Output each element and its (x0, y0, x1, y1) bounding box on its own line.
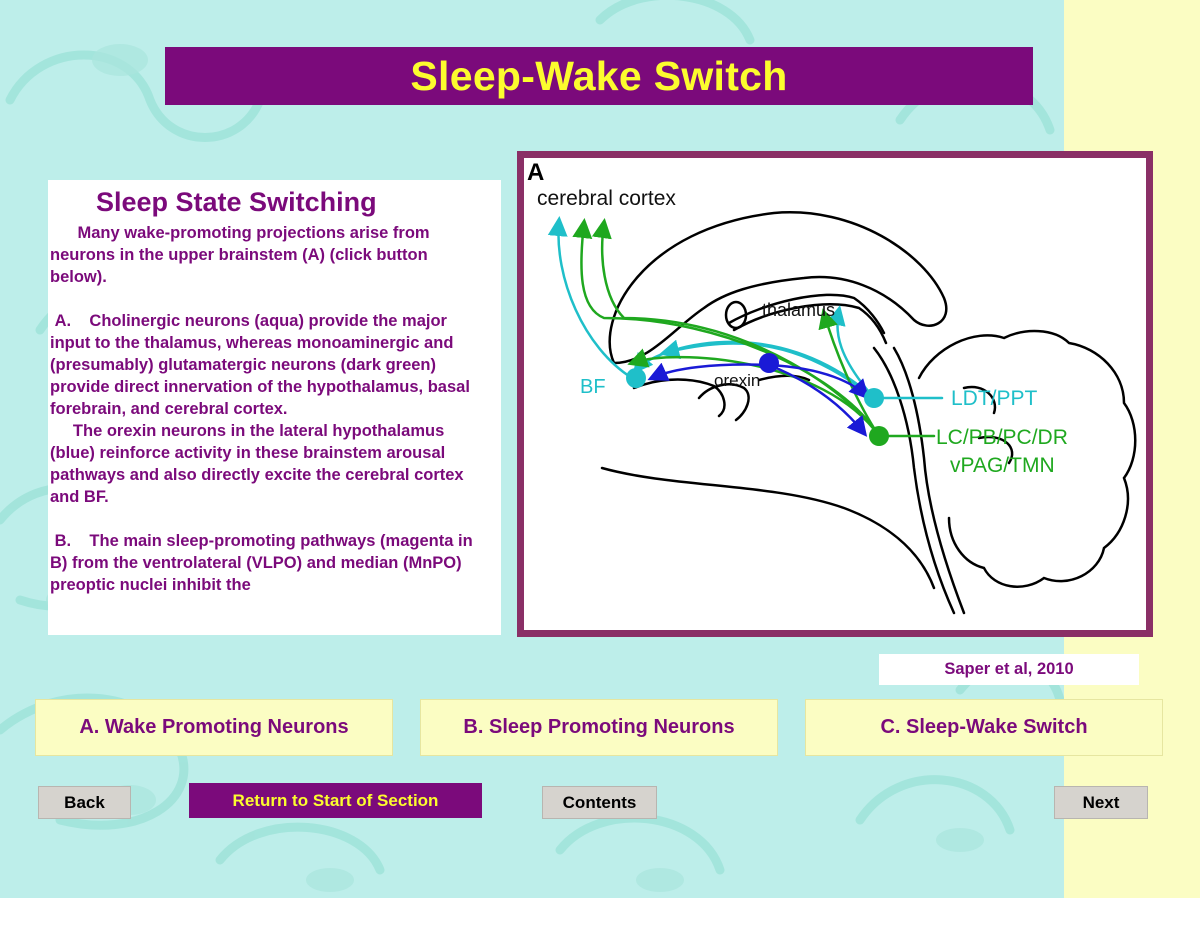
lc-node (869, 426, 889, 446)
paragraph: Many wake-promoting projections arise fr… (50, 224, 430, 286)
paragraph: The orexin neurons in the lateral hypoth… (50, 422, 464, 506)
return-to-start-button[interactable]: Return to Start of Section (189, 783, 482, 818)
label-lc-pb-pc-dr: LC/PB/PC/DR (936, 426, 1068, 449)
brain-diagram: A (524, 158, 1146, 630)
label-vpag-tmn: vPAG/TMN (950, 454, 1055, 477)
text-content: Sleep State Switching Many wake-promotin… (50, 180, 482, 635)
brain-outline (600, 211, 1137, 615)
label-orexin: orexin (714, 371, 760, 390)
bf-node (626, 368, 646, 388)
figure-frame: A (517, 151, 1153, 637)
paragraph-spacer (50, 508, 482, 530)
label-bf: BF (580, 376, 606, 398)
title-bar: Sleep-Wake Switch (165, 47, 1033, 105)
contents-button[interactable]: Contents (542, 786, 657, 819)
sleep-wake-switch-button[interactable]: C. Sleep-Wake Switch (805, 699, 1163, 756)
next-button[interactable]: Next (1054, 786, 1148, 819)
paragraph: B. The main sleep-promoting pathways (ma… (50, 532, 473, 594)
orexin-node (759, 353, 779, 373)
wake-promoting-neurons-button[interactable]: A. Wake Promoting Neurons (35, 699, 393, 756)
page-title: Sleep-Wake Switch (410, 52, 788, 99)
paragraph: A. Cholinergic neurons (aqua) provide th… (50, 312, 470, 418)
label-ldt-ppt: LDT/PPT (951, 387, 1038, 410)
sleep-promoting-neurons-button[interactable]: B. Sleep Promoting Neurons (420, 699, 778, 756)
scrollable-text-panel[interactable]: Sleep State Switching Many wake-promotin… (48, 180, 501, 635)
panel-letter: A (527, 159, 544, 186)
paragraph-spacer (50, 288, 482, 310)
brain-diagram-svg: A (527, 159, 1137, 615)
ldt-ppt-node (864, 388, 884, 408)
label-cerebral-cortex: cerebral cortex (537, 187, 676, 210)
label-thalamus: thalamus (762, 300, 835, 320)
projection-pathways (547, 216, 944, 438)
back-button[interactable]: Back (38, 786, 131, 819)
panel-heading: Sleep State Switching (96, 187, 377, 217)
citation: Saper et al, 2010 (879, 654, 1139, 685)
